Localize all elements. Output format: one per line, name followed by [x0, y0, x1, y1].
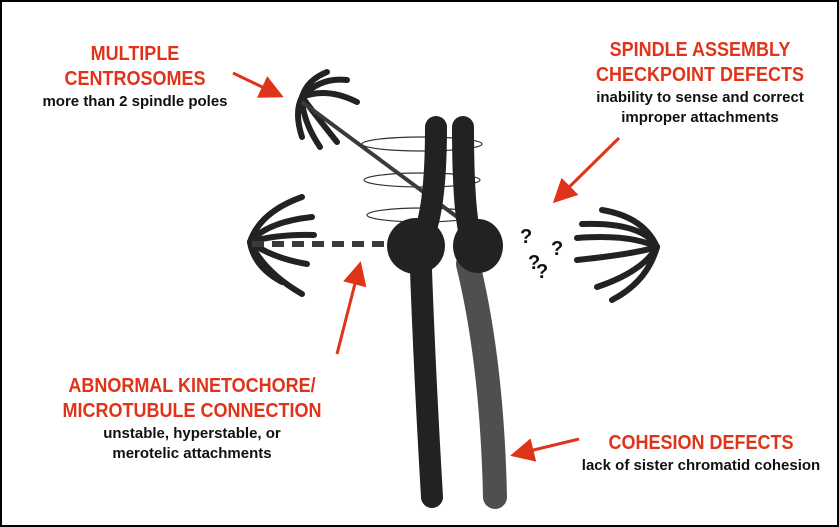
label-cohesion: COHESION DEFECTS lack of sister chromati… — [568, 431, 834, 476]
multiple-centrosomes-title-2: CENTROSOMES — [23, 67, 248, 92]
sister-chromatid-gray — [468, 264, 495, 497]
multiple-centrosomes-title-1: MULTIPLE — [23, 42, 248, 67]
spindle-checkpoint-title-2: CHECKPOINT DEFECTS — [581, 63, 819, 88]
question-mark-1: ? — [520, 226, 532, 248]
sister-chromatid-left — [420, 127, 436, 497]
kinetochore-left — [387, 218, 445, 274]
arrow-kinetochore — [337, 264, 360, 354]
question-mark-4: ? — [536, 261, 548, 283]
kinetochore-right — [453, 219, 503, 273]
spindle-pole-right — [577, 210, 657, 300]
kinetochore-desc-2: merotelic attachments — [22, 444, 362, 464]
label-multiple-centrosomes: MULTIPLE CENTROSOMES more than 2 spindle… — [10, 42, 260, 112]
label-kinetochore: ABNORMAL KINETOCHORE/ MICROTUBULE CONNEC… — [22, 374, 362, 464]
arrow-spindle-checkpoint — [555, 138, 619, 201]
cohesion-desc: lack of sister chromatid cohesion — [568, 456, 834, 476]
kinetochore-desc-1: unstable, hyperstable, or — [22, 424, 362, 444]
cohesion-title: COHESION DEFECTS — [581, 431, 820, 456]
spindle-checkpoint-desc-1: inability to sense and correct — [568, 88, 832, 108]
question-mark-2: ? — [551, 238, 563, 260]
kinetochore-title-2: MICROTUBULE CONNECTION — [39, 399, 345, 424]
spindle-checkpoint-title-1: SPINDLE ASSEMBLY — [581, 38, 819, 63]
label-spindle-checkpoint: SPINDLE ASSEMBLY CHECKPOINT DEFECTS inab… — [568, 38, 832, 128]
multiple-centrosomes-desc: more than 2 spindle poles — [10, 92, 260, 112]
kinetochore-title-1: ABNORMAL KINETOCHORE/ — [39, 374, 345, 399]
spindle-checkpoint-desc-2: improper attachments — [568, 108, 832, 128]
